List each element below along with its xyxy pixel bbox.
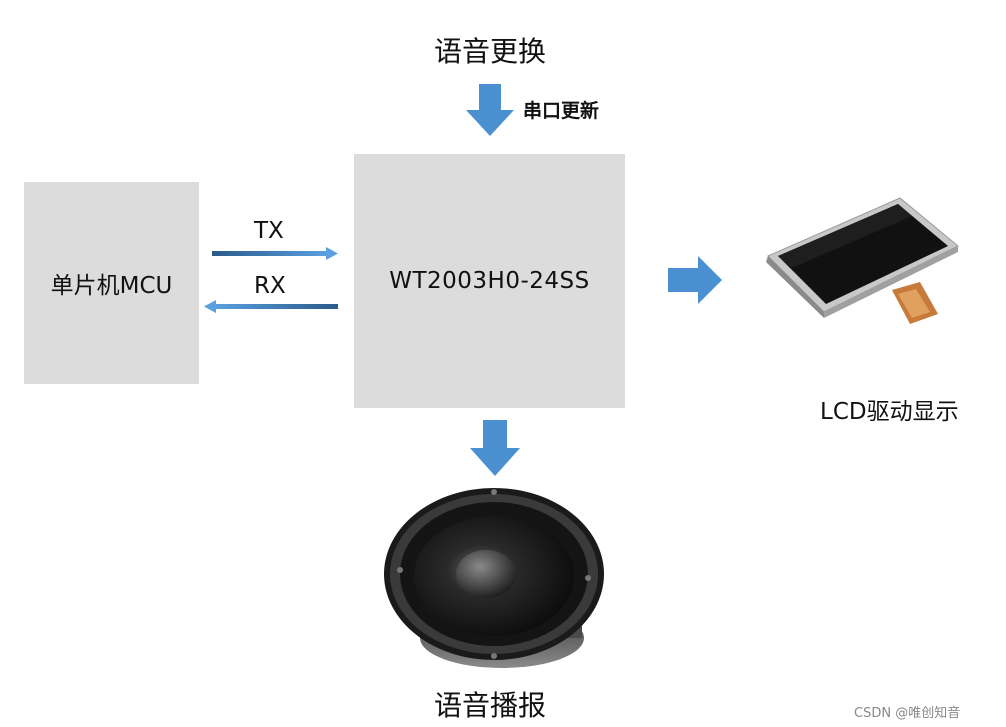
voice-change-label: 语音更换	[434, 35, 547, 68]
right-arrow-lcd	[668, 256, 722, 304]
mcu-box: 单片机MCU	[24, 182, 199, 384]
chip-label: WT2003H0-24SS	[389, 268, 590, 294]
speaker-caption: 语音播报	[434, 689, 547, 722]
chip-box: WT2003H0-24SS	[354, 154, 625, 408]
lcd-caption: LCD驱动显示	[820, 399, 959, 425]
down-arrow-speaker	[470, 420, 520, 476]
lcd-panel-icon	[766, 197, 959, 324]
serial-update-label: 串口更新	[523, 100, 600, 122]
tx-arrow	[212, 247, 338, 260]
down-arrow-update	[466, 84, 514, 136]
rx-label: RX	[254, 273, 286, 299]
watermark: CSDN @唯创知音	[854, 706, 961, 721]
speaker-icon	[384, 488, 604, 668]
mcu-label: 单片机MCU	[50, 273, 173, 299]
tx-label: TX	[254, 218, 284, 244]
rx-arrow	[204, 300, 338, 313]
